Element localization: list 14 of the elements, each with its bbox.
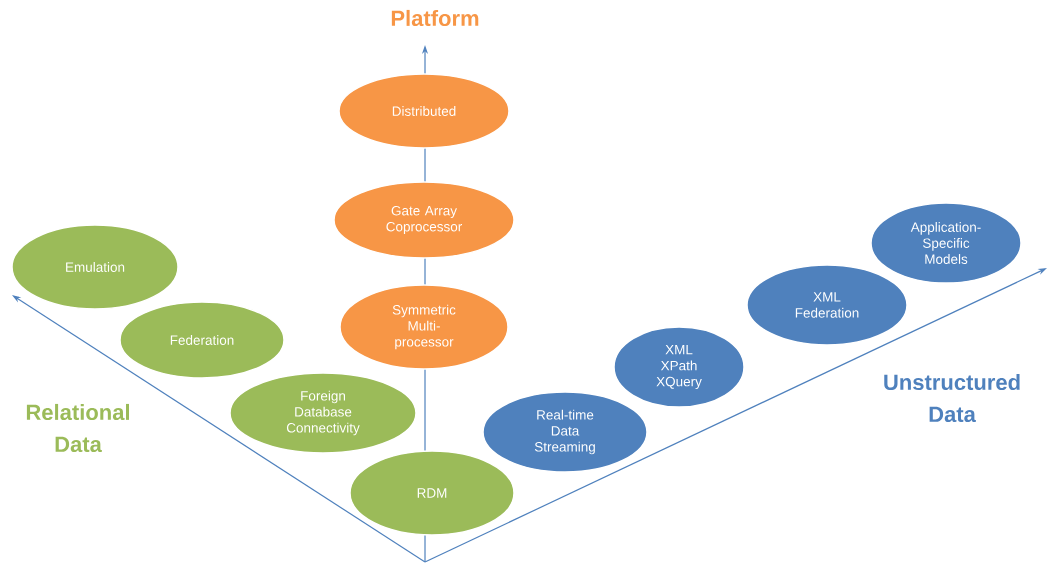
ellipse-node: Foreign Database Connectivity	[229, 372, 417, 454]
axis-label: Relational Data	[26, 403, 129, 453]
axis-label: Platform	[391, 9, 479, 27]
ellipse-node: Distributed	[338, 73, 510, 149]
ellipse-node: Application-Specific Models	[870, 202, 1022, 284]
axis-label: Unstructured Data	[884, 373, 1020, 423]
ellipse-node: Gate Array Coprocessor	[333, 181, 515, 259]
ellipse-node: Emulation	[11, 224, 179, 310]
ellipse-node: XML XPath XQuery	[613, 326, 745, 408]
ellipse-node: RDM	[349, 450, 515, 536]
ellipse-node: Federation	[119, 301, 285, 379]
ellipse-node: XML Federation	[746, 264, 908, 346]
ellipse-node: Symmetric Multi-processor	[339, 284, 509, 370]
ellipse-node: Real-time Data Streaming	[482, 391, 648, 473]
